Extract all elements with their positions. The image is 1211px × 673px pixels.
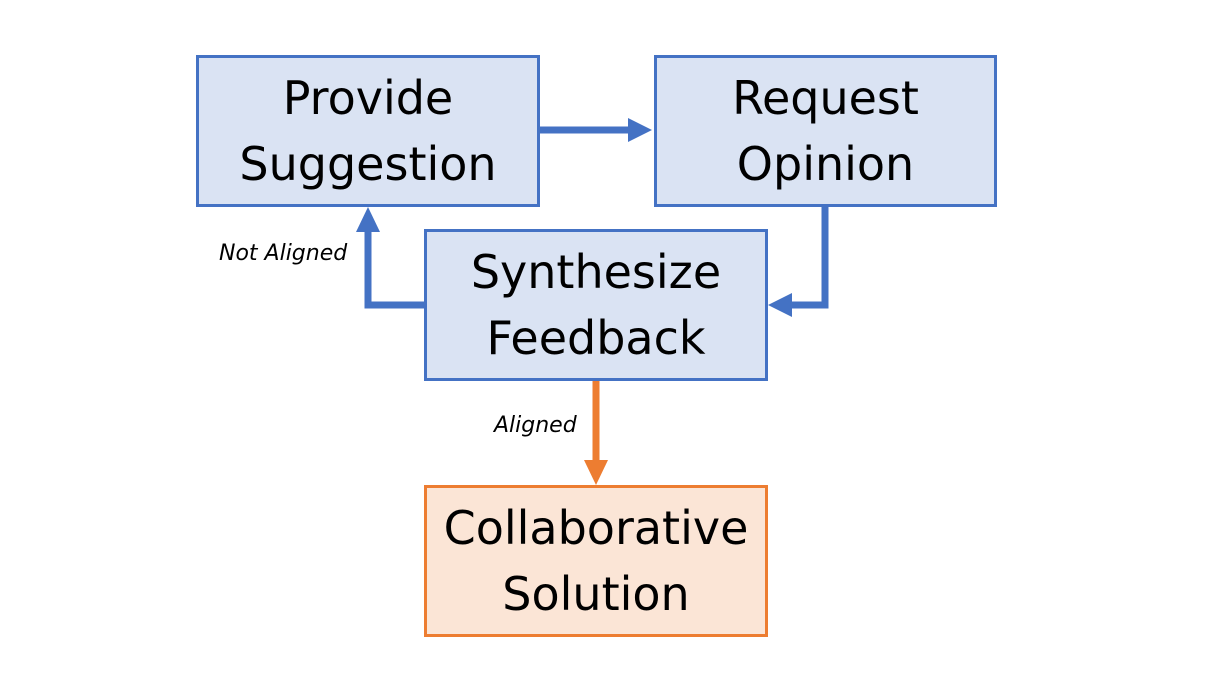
not-aligned-label: Not Aligned — [219, 241, 348, 266]
provide-suggestion-node: Provide Suggestion — [196, 55, 540, 207]
arrow-synthesize-to-collaborative — [584, 381, 608, 485]
arrow-synthesize-to-provide — [356, 207, 424, 309]
provide-suggestion-line1: Provide — [282, 71, 454, 125]
synthesize-feedback-node: Synthesize Feedback — [424, 229, 768, 381]
arrow-provide-to-request — [540, 118, 652, 142]
collaborative-solution-line2: Solution — [502, 567, 690, 621]
arrow-request-to-synthesize — [768, 207, 829, 317]
synthesize-feedback-line1: Synthesize — [470, 245, 722, 299]
request-opinion-line1: Request — [732, 71, 919, 125]
collaborative-solution-node: Collaborative Solution — [424, 485, 768, 637]
aligned-label: Aligned — [494, 413, 577, 438]
request-opinion-line2: Opinion — [736, 137, 915, 191]
collaborative-solution-line1: Collaborative — [443, 501, 749, 555]
provide-suggestion-line2: Suggestion — [239, 137, 497, 191]
synthesize-feedback-line2: Feedback — [486, 311, 706, 365]
request-opinion-node: Request Opinion — [654, 55, 997, 207]
